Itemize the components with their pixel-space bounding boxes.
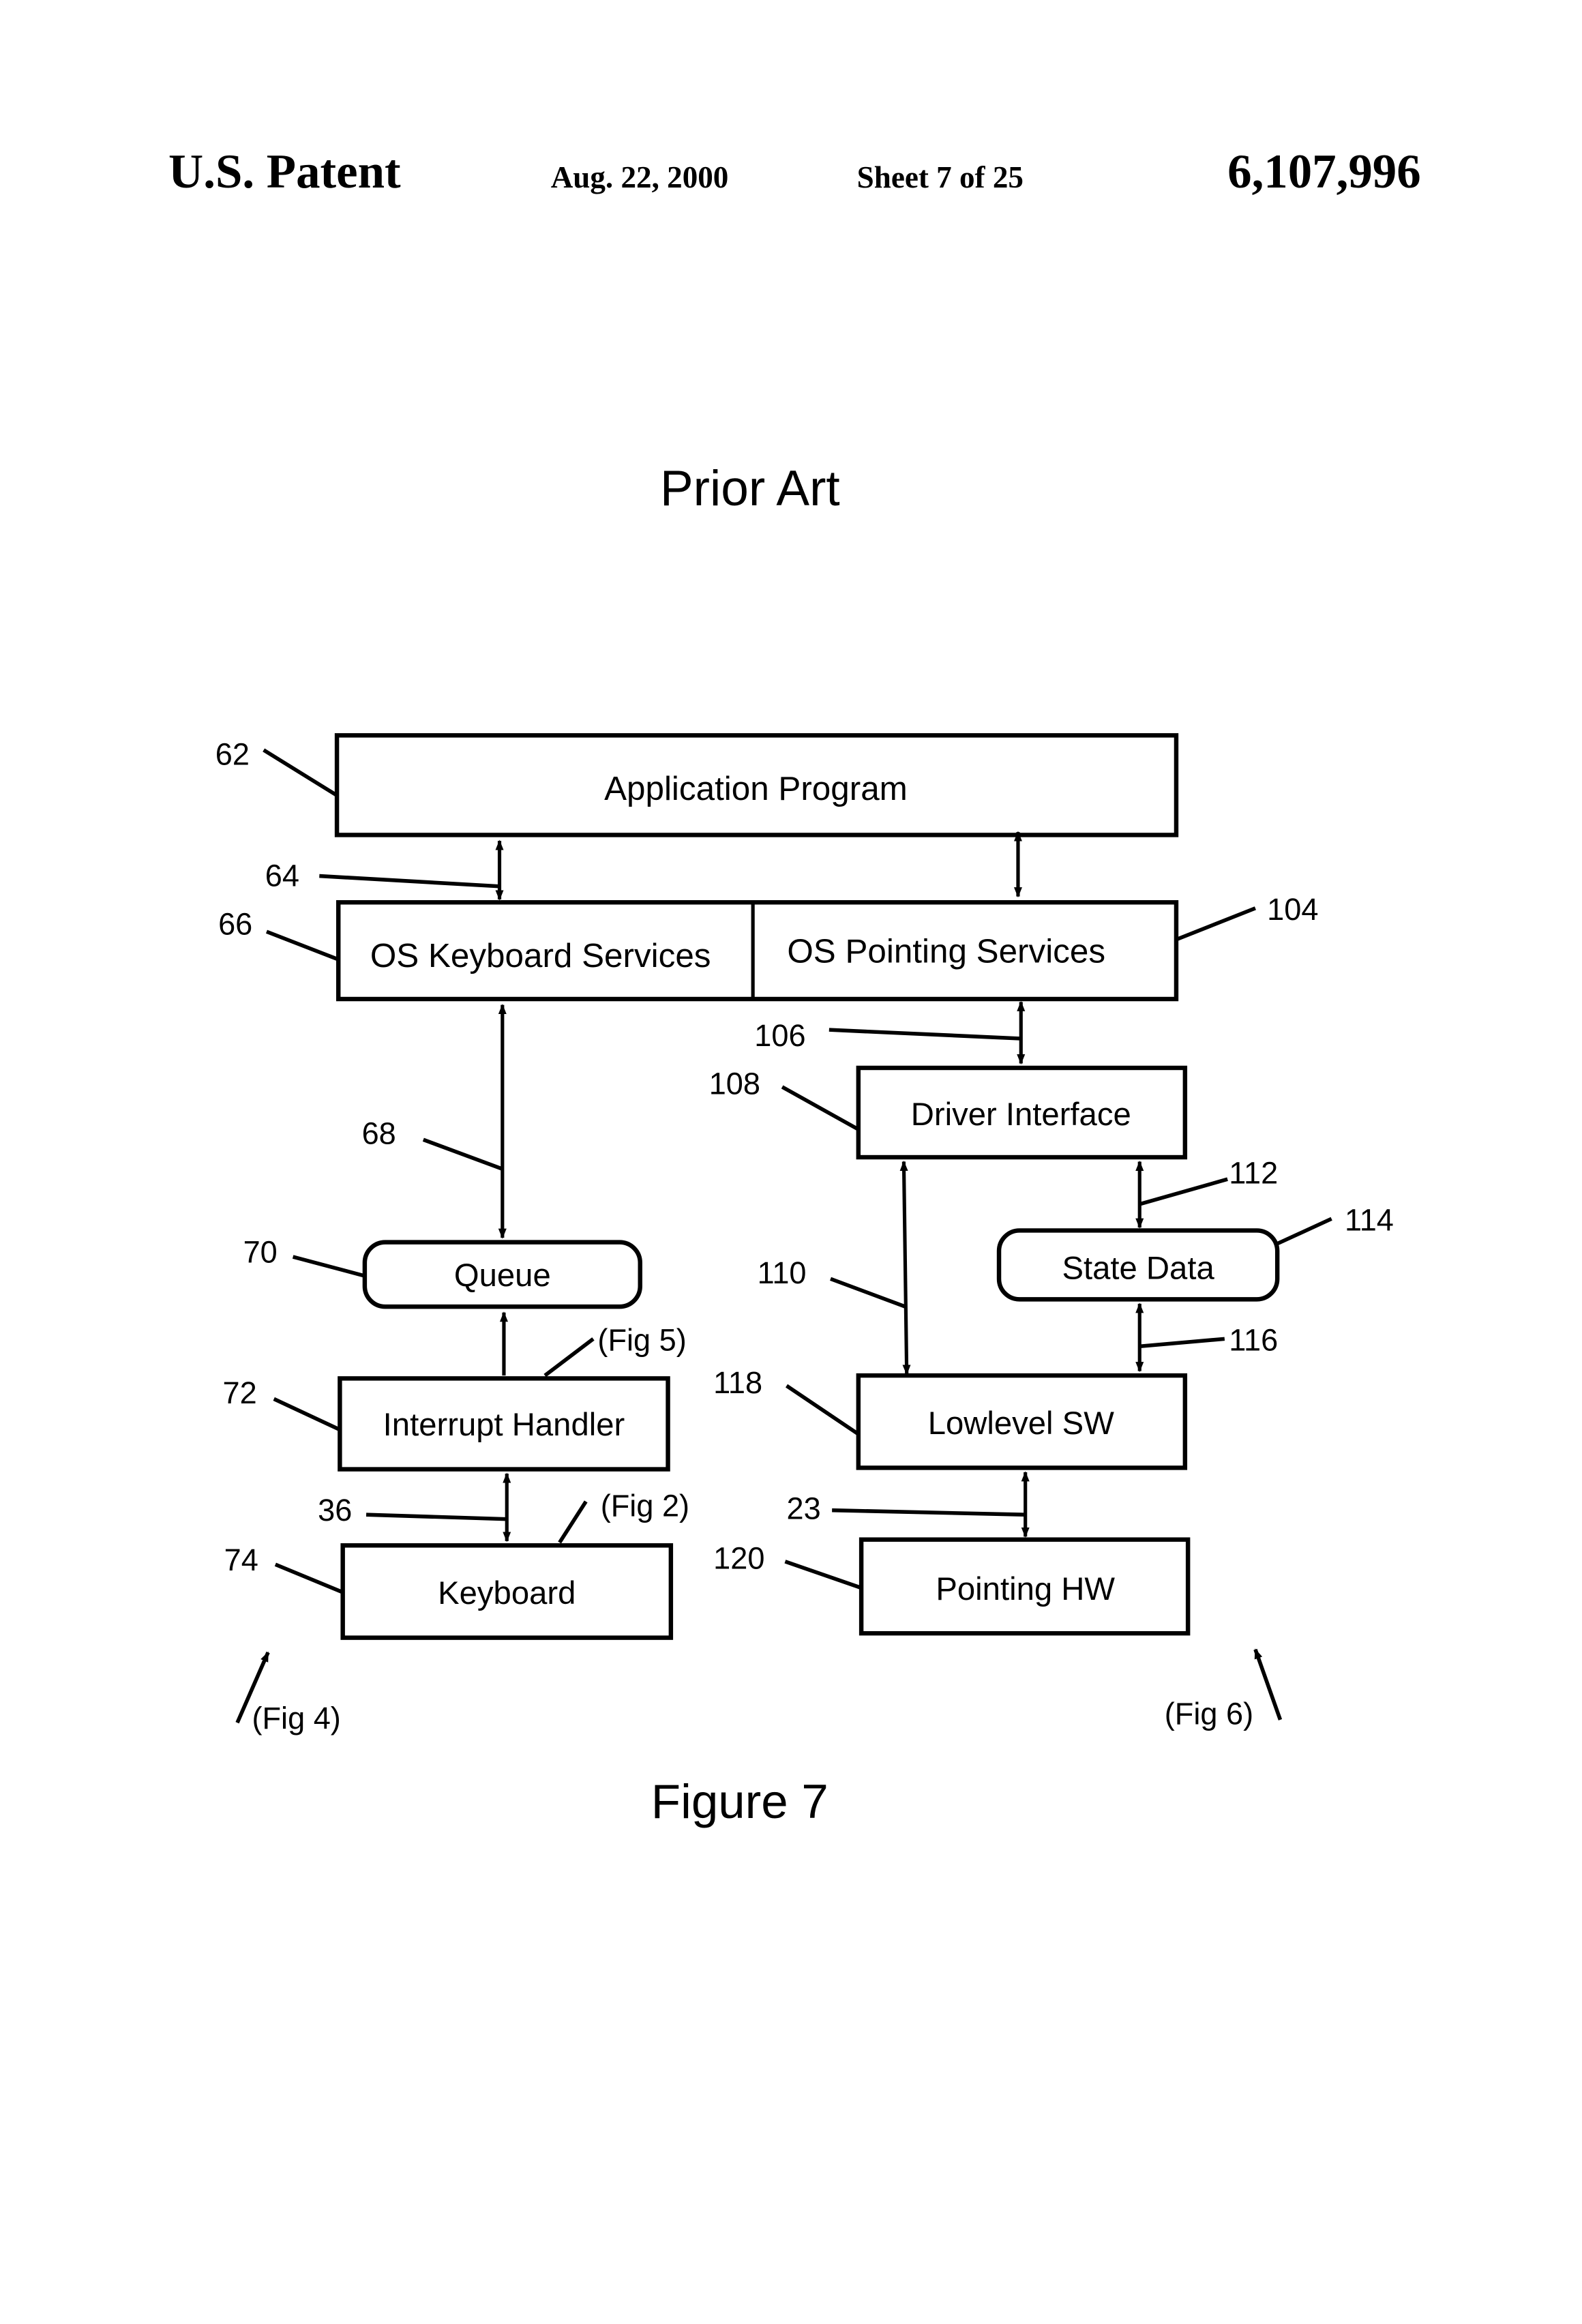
ref-fig5: (Fig 5) xyxy=(597,1323,686,1358)
ref-106: 106 xyxy=(754,1018,805,1053)
header-date: Aug. 22, 2000 xyxy=(551,160,729,194)
leader-62 xyxy=(264,750,337,796)
leader-114 xyxy=(1277,1219,1331,1244)
interrupt-handler-block: Interrupt Handler xyxy=(340,1378,668,1469)
leader-68 xyxy=(423,1139,503,1169)
keyboard-block: Keyboard xyxy=(343,1545,671,1637)
ref-64: 64 xyxy=(265,859,299,893)
ref-fig2: (Fig 2) xyxy=(601,1488,689,1523)
ref-68: 68 xyxy=(362,1116,396,1151)
leader-23 xyxy=(832,1510,1026,1515)
ref-fig6: (Fig 6) xyxy=(1165,1696,1253,1731)
pointing-hw-block: Pointing HW xyxy=(861,1540,1188,1633)
ref-66: 66 xyxy=(218,907,252,942)
ref-120: 120 xyxy=(713,1541,764,1576)
os-services-block: OS Keyboard Services OS Pointing Service… xyxy=(338,902,1176,999)
ref-fig4: (Fig 4) xyxy=(252,1701,340,1735)
ref-116: 116 xyxy=(1229,1323,1278,1358)
leader-110 xyxy=(831,1279,906,1307)
driver-interface-label: Driver Interface xyxy=(911,1097,1131,1133)
os-pointing-services-label: OS Pointing Services xyxy=(787,932,1105,970)
ref-112: 112 xyxy=(1229,1156,1278,1191)
leader-118 xyxy=(787,1386,859,1434)
ref-114: 114 xyxy=(1345,1202,1394,1237)
ref-62: 62 xyxy=(215,736,250,771)
ref-108: 108 xyxy=(709,1067,760,1101)
arrow-fig6-pointer xyxy=(1255,1650,1281,1720)
os-keyboard-services-label: OS Keyboard Services xyxy=(370,937,711,974)
leader-112 xyxy=(1139,1179,1227,1204)
keyboard-label: Keyboard xyxy=(438,1575,576,1611)
leader-64 xyxy=(319,876,498,887)
leader-fig5 xyxy=(545,1339,593,1375)
leader-74 xyxy=(275,1564,343,1592)
header-title: U.S. Patent xyxy=(168,145,401,198)
leader-70 xyxy=(293,1257,365,1276)
ref-70: 70 xyxy=(243,1235,278,1270)
ref-110: 110 xyxy=(758,1255,807,1290)
lowlevel-sw-label: Lowlevel SW xyxy=(928,1405,1114,1442)
figure-caption: Figure 7 xyxy=(651,1775,829,1829)
ref-36: 36 xyxy=(318,1493,352,1528)
leader-106 xyxy=(829,1030,1021,1039)
ref-72: 72 xyxy=(223,1375,257,1410)
state-data-label: State Data xyxy=(1062,1250,1214,1286)
ref-23: 23 xyxy=(787,1491,821,1526)
leader-108 xyxy=(782,1087,859,1129)
ref-104: 104 xyxy=(1267,892,1318,927)
leader-36 xyxy=(366,1515,505,1519)
leader-fig2 xyxy=(560,1502,586,1543)
application-program-label: Application Program xyxy=(604,770,908,807)
leader-120 xyxy=(785,1562,861,1588)
arrow-driver-lowlevel xyxy=(904,1161,906,1373)
ref-74: 74 xyxy=(224,1543,258,1577)
leader-72 xyxy=(274,1399,340,1429)
lowlevel-sw-block: Lowlevel SW xyxy=(859,1375,1185,1468)
header-sheet: Sheet 7 of 25 xyxy=(857,160,1024,194)
interrupt-handler-label: Interrupt Handler xyxy=(383,1407,625,1443)
queue-block: Queue xyxy=(365,1242,640,1307)
queue-label: Queue xyxy=(454,1257,551,1294)
application-program-block: Application Program xyxy=(337,735,1176,835)
leader-116 xyxy=(1141,1339,1224,1346)
leader-66 xyxy=(267,932,338,959)
ref-118: 118 xyxy=(713,1365,762,1400)
state-data-block: State Data xyxy=(999,1230,1277,1299)
header-patent-number: 6,107,996 xyxy=(1227,145,1420,198)
driver-interface-block: Driver Interface xyxy=(859,1068,1185,1157)
leader-104 xyxy=(1178,908,1255,939)
prior-art-label: Prior Art xyxy=(660,461,840,516)
pointing-hw-label: Pointing HW xyxy=(936,1571,1115,1607)
